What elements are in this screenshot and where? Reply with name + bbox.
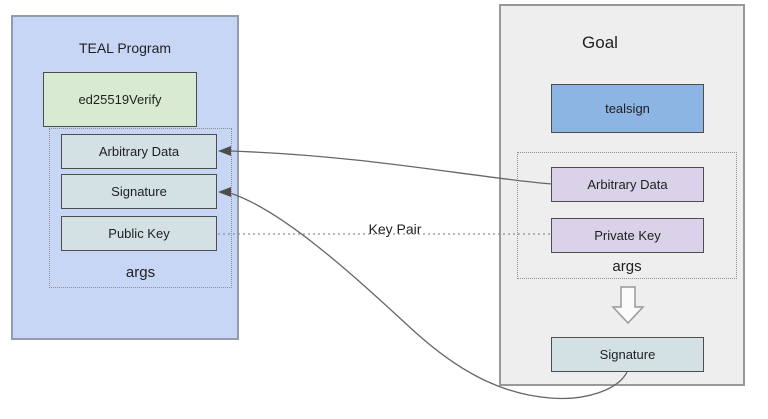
output-signature-box: Signature — [551, 337, 704, 372]
right-args-label: args — [612, 258, 642, 275]
left-signature-box: Signature — [61, 174, 217, 209]
teal-program-title: TEAL Program — [78, 40, 172, 56]
ed25519verify-box: ed25519Verify — [43, 72, 197, 127]
goal-title: Goal — [582, 33, 618, 52]
left-public-key-box: Public Key — [61, 216, 217, 251]
right-arbitrary-data-box: Arbitrary Data — [551, 167, 704, 202]
left-arbitrary-data-box: Arbitrary Data — [61, 134, 217, 169]
left-args-label: args — [125, 264, 156, 281]
key-pair-label: Key Pair — [368, 221, 422, 237]
tealsign-box: tealsign — [551, 84, 704, 133]
right-private-key-box: Private Key — [551, 218, 704, 253]
